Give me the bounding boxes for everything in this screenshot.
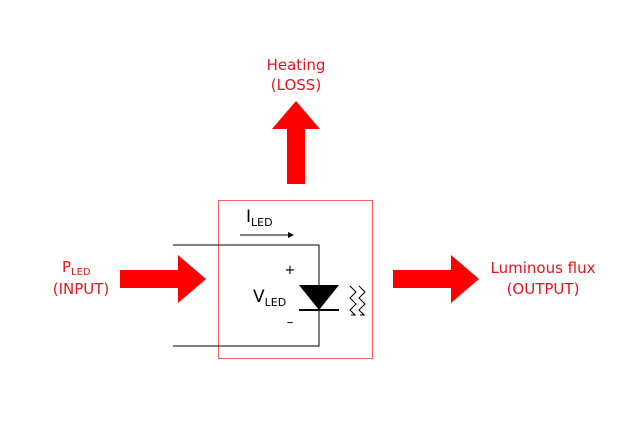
current-label: ILED [246,207,273,229]
input-power-label: PLED [62,258,91,278]
minus-sign: – [287,315,294,330]
heating-label: Heating [267,56,326,74]
voltage-label: VLED [253,287,286,309]
input-label: (INPUT) [53,280,110,298]
plus-sign: + [285,263,296,278]
luminous-flux-label: Luminous flux [491,259,596,277]
top-wire [173,244,320,285]
led-diode-triangle [299,285,339,310]
bottom-wire [173,310,320,347]
led-box [218,200,373,359]
loss-label: (LOSS) [271,76,321,94]
output-label: (OUTPUT) [507,280,580,298]
input-arrow [120,255,206,303]
light-emission-icon [349,285,366,316]
output-arrow [393,255,479,303]
current-arrowhead [288,232,294,238]
heating-arrow [272,101,320,184]
